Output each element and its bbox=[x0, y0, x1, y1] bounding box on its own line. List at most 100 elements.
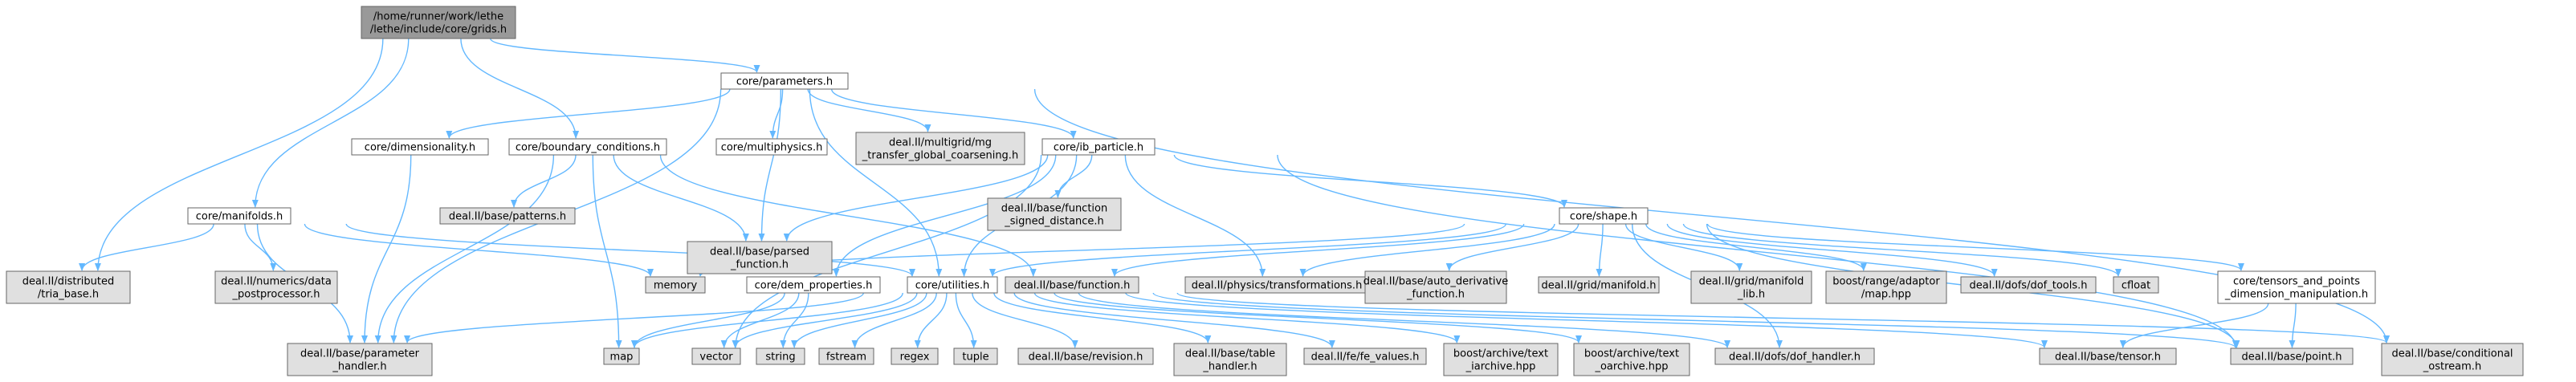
edge-ib_particle-to-physics_transform bbox=[1124, 154, 1266, 277]
edge-parameters-to-multiphysics bbox=[769, 88, 784, 139]
node-box bbox=[818, 347, 874, 365]
edge-dem_properties-to-vector bbox=[720, 292, 800, 348]
node-box bbox=[1690, 270, 1812, 304]
node-parsed-function: deal.II/base/parsed_function.h bbox=[687, 241, 833, 274]
edge-shape-to-cfloat bbox=[1682, 223, 2122, 277]
node-label: /lethe/include/core/grids.h bbox=[370, 24, 507, 36]
node-dem-properties[interactable]: core/dem_properties.h bbox=[746, 276, 881, 294]
node-dimensionality[interactable]: core/dimensionality.h bbox=[351, 138, 489, 156]
node-label: tuple bbox=[962, 352, 988, 364]
edge-shape-to-range_adaptor bbox=[1645, 223, 1867, 271]
node-conditional-ostream: deal.II/base/conditional_ostream.h bbox=[2381, 343, 2524, 376]
node-label: core/dimensionality.h bbox=[365, 142, 475, 154]
edge-grids-to-manifolds bbox=[251, 38, 410, 208]
edge-boundary_conditions-to-base_function bbox=[659, 154, 1037, 277]
node-auto-derivative: deal.II/base/auto_derivative_function.h bbox=[1363, 270, 1508, 304]
node-tensors-points[interactable]: core/tensors_and_points_dimension_manipu… bbox=[2217, 270, 2376, 304]
node-box bbox=[645, 276, 706, 294]
edge-utilities-to-fstream bbox=[851, 292, 937, 348]
node-label: deal.II/grid/manifold bbox=[1699, 276, 1804, 288]
node-tuple: tuple bbox=[953, 347, 998, 365]
node-label: core/ib_particle.h bbox=[1054, 142, 1143, 154]
node-label: deal.II/multigrid/mg bbox=[889, 137, 992, 149]
node-box bbox=[1364, 270, 1507, 304]
node-box bbox=[287, 343, 433, 376]
node-label: boost/archive/text bbox=[1453, 348, 1548, 360]
node-box bbox=[214, 270, 338, 304]
node-label: boost/range/adaptor bbox=[1832, 276, 1940, 288]
node-box bbox=[187, 207, 291, 225]
node-box bbox=[953, 347, 998, 365]
edge-utilities-to-fe_values bbox=[1013, 292, 1335, 348]
edge-shape-to-tensors_points bbox=[1706, 223, 2244, 271]
node-box bbox=[603, 347, 640, 365]
node-box bbox=[687, 241, 833, 274]
node-manifolds[interactable]: core/manifolds.h bbox=[187, 207, 291, 225]
edge-layer bbox=[79, 38, 2390, 348]
edge-shape-to-base_function bbox=[1111, 223, 1525, 277]
node-tria-base: deal.II/distributed/tria_base.h bbox=[6, 270, 131, 304]
node-box bbox=[2039, 347, 2177, 365]
node-label: map bbox=[610, 352, 634, 364]
edge-utilities-to-regex bbox=[914, 292, 948, 348]
node-box bbox=[746, 276, 881, 294]
node-label: deal.II/physics/transformations.h bbox=[1192, 280, 1363, 292]
node-grids[interactable]: /home/runner/work/lethe/lethe/include/co… bbox=[361, 6, 516, 39]
node-label: _handler.h bbox=[332, 361, 386, 373]
node-label: core/tensors_and_points bbox=[2233, 276, 2360, 288]
node-label: deal.II/distributed bbox=[22, 276, 115, 288]
node-parameters[interactable]: core/parameters.h bbox=[720, 72, 849, 90]
edge-ib_particle-to-point bbox=[1277, 154, 2239, 348]
edge-grids-to-parameters bbox=[489, 38, 760, 73]
edge-boundary_conditions-to-patterns bbox=[511, 154, 577, 208]
node-label: _function.h bbox=[1406, 289, 1465, 301]
edge-utilities-to-point bbox=[1152, 292, 2239, 348]
edge-grids-to-boundary_conditions bbox=[460, 38, 580, 139]
node-func-signed: deal.II/base/function_signed_distance.h bbox=[987, 197, 1122, 231]
node-boundary-conditions[interactable]: core/boundary_conditions.h bbox=[508, 138, 667, 156]
edge-utilities-to-tensor bbox=[1125, 292, 2048, 348]
node-base-function: deal.II/base/function.h bbox=[1005, 276, 1139, 294]
node-table-handler: deal.II/base/table_handler.h bbox=[1173, 343, 1287, 376]
edge-shape-to-auto_derivative bbox=[1445, 223, 1579, 271]
node-physics-transform: deal.II/physics/transformations.h bbox=[1184, 276, 1369, 294]
node-ib-particle[interactable]: core/ib_particle.h bbox=[1041, 138, 1156, 156]
node-label: fstream bbox=[826, 352, 866, 364]
node-box bbox=[1960, 276, 2097, 294]
node-box bbox=[439, 207, 576, 225]
node-multiphysics[interactable]: core/multiphysics.h bbox=[715, 138, 828, 156]
node-string: string bbox=[756, 347, 805, 365]
node-box bbox=[1559, 207, 1649, 225]
node-box bbox=[756, 347, 805, 365]
node-tensor: deal.II/base/tensor.h bbox=[2039, 347, 2177, 365]
edge-manifolds-to-utilities bbox=[345, 223, 915, 277]
edge-utilities-to-parameter_handler bbox=[404, 292, 864, 343]
edge-parameters-to-utilities bbox=[809, 88, 943, 277]
node-shape[interactable]: core/shape.h bbox=[1559, 207, 1649, 225]
node-cfloat: cfloat bbox=[2113, 276, 2159, 294]
edge-parameters-to-dimensionality bbox=[446, 88, 731, 139]
edge-utilities-to-table_handler bbox=[993, 292, 1212, 343]
node-utilities[interactable]: core/utilities.h bbox=[907, 276, 998, 294]
edge-utilities-to-map bbox=[631, 292, 903, 348]
edge-parameters-to-mg_transfer bbox=[807, 88, 931, 132]
node-label: deal.II/dofs/dof_tools.h bbox=[1970, 280, 2088, 292]
edge-ib_particle-to-vector bbox=[732, 154, 1042, 348]
node-label: _transfer_global_coarsening.h bbox=[862, 150, 1018, 162]
node-box bbox=[1173, 343, 1287, 376]
node-mg-transfer: deal.II/multigrid/mg_transfer_global_coa… bbox=[855, 132, 1025, 165]
edge-manifolds-to-memory bbox=[304, 223, 654, 277]
node-box bbox=[691, 347, 741, 365]
edge-utilities-to-vector bbox=[732, 292, 918, 348]
edge-ib_particle-to-dem_properties bbox=[833, 154, 1057, 277]
node-label: /map.hpp bbox=[1861, 289, 1911, 301]
node-label: deal.II/base/function.h bbox=[1014, 280, 1131, 292]
edge-dem_properties-to-string bbox=[780, 292, 809, 348]
node-label: core/manifolds.h bbox=[196, 211, 283, 223]
node-box bbox=[1017, 347, 1154, 365]
edge-utilities-to-text_iarchive bbox=[1033, 292, 1461, 343]
node-box bbox=[1005, 276, 1139, 294]
node-parameter-handler: deal.II/base/parameter_handler.h bbox=[287, 343, 433, 376]
node-box bbox=[1303, 347, 1427, 365]
node-label: deal.II/base/revision.h bbox=[1029, 352, 1143, 364]
